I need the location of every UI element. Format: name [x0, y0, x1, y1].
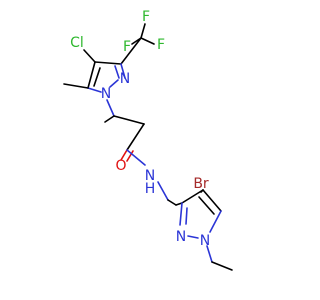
- bond-r2-c4-c5-double: [198, 196, 215, 215]
- bond-c4-cl: [83, 49, 96, 63]
- bromine-atom: Br: [193, 176, 209, 192]
- molecule-drawing: F F F Cl N N O N H Br N N: [63, 9, 233, 271]
- bond-r2-c5-n1: [209, 210, 222, 233]
- bond-ch2-ch2: [113, 115, 145, 125]
- bond-c4-br: [200, 189, 204, 193]
- bond-ch2-co: [126, 123, 145, 151]
- bond-c4-c5: [87, 61, 96, 89]
- bond-c-n-amide: [126, 149, 146, 166]
- bond-n1-n2: [109, 79, 119, 88]
- amide-hydrogen-atom: H: [145, 181, 156, 197]
- fluorine-atom-top: F: [142, 9, 150, 25]
- atom-labels: F F F Cl N N O N H Br N N: [70, 9, 210, 249]
- chemical-structure-diagram: F F F Cl N N O N H Br N N: [63, 9, 233, 271]
- fluorine-atom-left: F: [123, 39, 131, 55]
- bond-c3-n2-double: [114, 65, 120, 79]
- bond-n1-ch2: [106, 99, 115, 117]
- bond-r2-c3-c4: [181, 189, 204, 204]
- bond-c-o: [120, 149, 128, 161]
- bond-cf3-f-right: [140, 37, 155, 45]
- bond-c3-c4: [94, 61, 122, 65]
- amide-nitrogen-atom: N: [145, 168, 155, 184]
- pyrazole2-nitrogen-1: N: [200, 233, 210, 249]
- bond-r2-c4-c5: [202, 189, 222, 212]
- bond-c-o-double: [126, 150, 134, 162]
- pyrazole-nitrogen-1: N: [101, 86, 111, 102]
- bond-cf3-f-top: [140, 23, 146, 39]
- bond-n1-ethyl: [206, 245, 213, 263]
- bond-c3-n2: [120, 63, 126, 79]
- bond-ethyl-ch3: [211, 261, 233, 271]
- bond-ch2-ring2: [175, 202, 183, 206]
- pyrazole2-nitrogen-2: N: [176, 229, 186, 245]
- carbonyl-oxygen-atom: O: [115, 158, 126, 174]
- pyrazole-nitrogen-2: N: [120, 71, 130, 87]
- bond-r2-c3-n2: [179, 202, 183, 226]
- bond-n-ch2: [157, 181, 169, 201]
- bond-r2-c3-n2-double: [185, 207, 188, 225]
- bond-r2-n1-n2: [187, 235, 199, 239]
- chlorine-atom: Cl: [70, 35, 84, 51]
- bond-c5-n1: [87, 87, 102, 93]
- bond-ch2-ch2-a: [104, 115, 115, 123]
- fluorine-atom-right: F: [157, 37, 165, 53]
- bond-lines: [63, 23, 233, 271]
- bond-c4-c5-double: [93, 67, 101, 87]
- bond-cf3-ring: [120, 37, 142, 65]
- bond-c5-methyl: [63, 83, 89, 89]
- bond-ch2: [167, 199, 177, 206]
